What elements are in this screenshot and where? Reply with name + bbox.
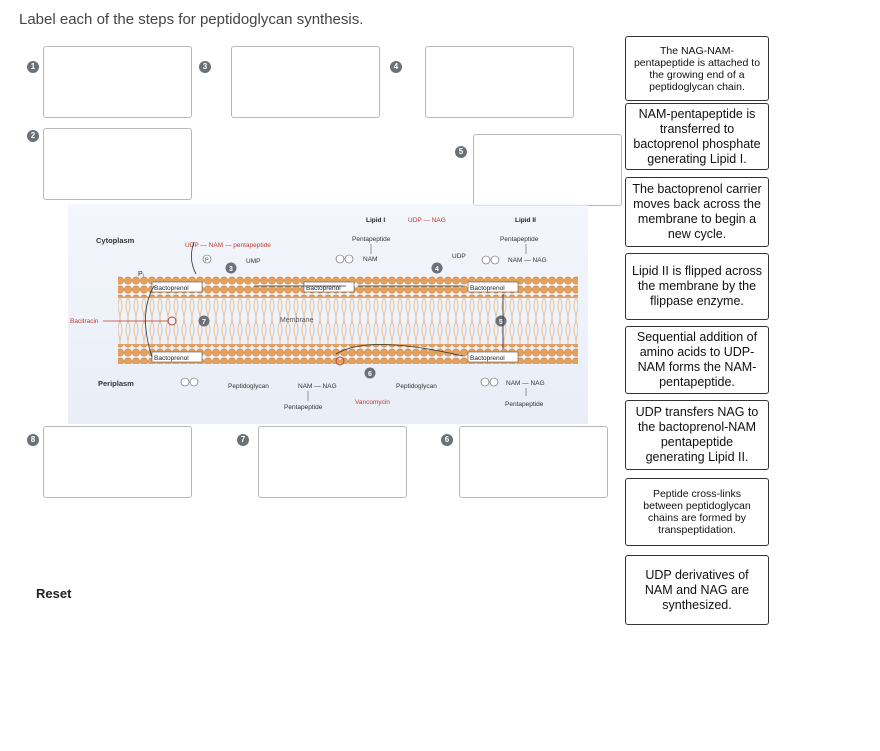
reset-button[interactable]: Reset (36, 586, 72, 601)
drop-target-step-6[interactable] (459, 426, 608, 498)
diagram-step-7: 7 (202, 319, 206, 326)
drop-target-step-1[interactable] (43, 46, 192, 118)
pi-label: Pᵢ (138, 271, 144, 278)
diagram-step-3: 3 (229, 266, 233, 273)
label-card-lipid-ii[interactable]: UDP transfers NAG to the bactoprenol-NAM… (625, 400, 769, 470)
pentapeptide-label-1: Pentapeptide (352, 236, 391, 243)
membrane-label: Membrane (280, 317, 314, 324)
nam-label-1: NAM (363, 256, 377, 263)
bactoprenol-label-2: Bactoprenol (306, 285, 341, 292)
lipid-i-label: Lipid I (366, 217, 385, 224)
peptidoglycan-label-2: Peptidoglycan (396, 383, 437, 390)
label-card-text: Sequential addition of amino acids to UD… (636, 330, 758, 389)
label-card-text: NAM-pentapeptide is transferred to bacto… (633, 106, 761, 166)
cytoplasm-label: Cytoplasm (96, 236, 135, 245)
bactoprenol-label-1: Bactoprenol (154, 285, 189, 292)
step-badge-8: 8 (27, 434, 39, 446)
bactoprenol-label-4: Bactoprenol (154, 355, 189, 362)
label-card-text: Peptide cross-links between peptidoglyca… (643, 488, 751, 536)
udp-nam-pentapeptide-label: UDP — NAM — pentapeptide (185, 242, 271, 249)
label-card-text: UDP derivatives of NAM and NAG are synth… (644, 567, 750, 612)
step-badge-3: 3 (199, 61, 211, 73)
peptidoglycan-synthesis-diagram: Cytoplasm Bacitracin Periplasm Membrane … (68, 204, 588, 424)
step-badge-4: 4 (390, 61, 402, 73)
vancomycin-label: Vancomycin (355, 399, 390, 406)
drop-target-step-4[interactable] (425, 46, 574, 118)
drop-target-step-7[interactable] (258, 426, 407, 498)
ump-label: UMP (246, 258, 260, 265)
step-badge-7: 7 (237, 434, 249, 446)
nam-nag-label-2: NAM — NAG (298, 383, 337, 390)
pentapeptide-label-3: Pentapeptide (284, 404, 323, 411)
step-badge-5: 5 (455, 146, 467, 158)
pentapeptide-label-4: Pentapeptide (505, 401, 544, 408)
pentapeptide-label-2: Pentapeptide (500, 236, 539, 243)
step-badge-2: 2 (27, 130, 39, 142)
lipid-ii-label: Lipid II (515, 217, 536, 224)
label-card-text: The NAG-NAM-pentapeptide is attached to … (633, 44, 761, 93)
drop-target-step-2[interactable] (43, 128, 192, 200)
label-card-lipid-i[interactable]: NAM-pentapeptide is transferred to bacto… (625, 103, 769, 170)
question-title: Label each of the steps for peptidoglyca… (19, 11, 364, 28)
udp-nag-label: UDP — NAG (408, 217, 446, 224)
bacitracin-label: Bacitracin (70, 318, 99, 325)
bactoprenol-label-5: Bactoprenol (470, 355, 505, 362)
drop-target-step-3[interactable] (231, 46, 380, 118)
drop-target-step-5[interactable] (473, 134, 622, 206)
udp-label: UDP (452, 253, 466, 260)
label-card-text: Lipid II is flipped across the membrane … (632, 264, 762, 308)
nam-nag-label-1: NAM — NAG (508, 257, 547, 264)
diagram-step-4: 4 (435, 266, 439, 273)
drop-target-step-8[interactable] (43, 426, 192, 498)
bactoprenol-label-3: Bactoprenol (470, 285, 505, 292)
label-card-nag-nam-attached[interactable]: The NAG-NAM-pentapeptide is attached to … (625, 36, 769, 101)
step-badge-6: 6 (441, 434, 453, 446)
label-card-udp-derivatives[interactable]: UDP derivatives of NAM and NAG are synth… (625, 555, 769, 625)
periplasm-label: Periplasm (98, 379, 134, 388)
label-card-cross-links[interactable]: Peptide cross-links between peptidoglyca… (625, 478, 769, 546)
label-card-bactoprenol-return[interactable]: The bactoprenol carrier moves back acros… (625, 177, 769, 247)
diagram-step-5: 5 (499, 319, 503, 326)
label-card-flippase[interactable]: Lipid II is flipped across the membrane … (625, 253, 769, 320)
phosphate-label-1: P (205, 258, 209, 264)
label-card-amino-acids[interactable]: Sequential addition of amino acids to UD… (625, 326, 769, 394)
nam-nag-label-3: NAM — NAG (506, 380, 545, 387)
label-card-text: UDP transfers NAG to the bactoprenol-NAM… (635, 405, 759, 464)
label-card-text: The bactoprenol carrier moves back acros… (632, 182, 762, 241)
diagram-step-6: 6 (368, 371, 372, 378)
peptidoglycan-label-1: Peptidoglycan (228, 383, 269, 390)
step-badge-1: 1 (27, 61, 39, 73)
